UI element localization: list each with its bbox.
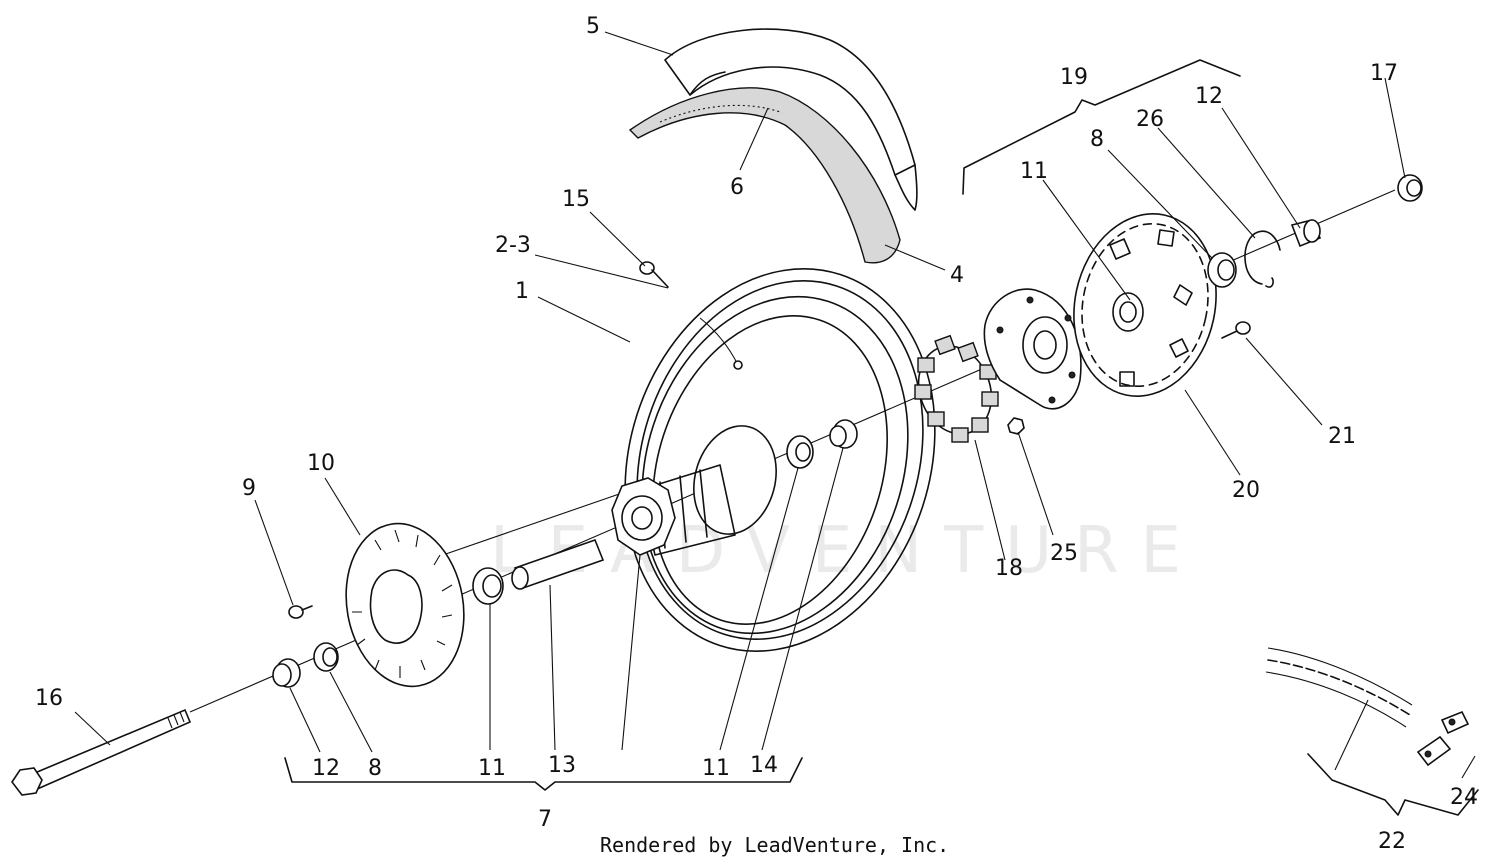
hub-part-7 xyxy=(611,425,777,556)
callout-21: 21 xyxy=(1328,424,1356,449)
callout-22: 22 xyxy=(1378,829,1406,854)
sprocket-part-20 xyxy=(1073,213,1217,397)
spacer-part-13 xyxy=(511,538,605,590)
leader-lines xyxy=(74,31,1476,779)
callout-12-right: 12 xyxy=(1195,84,1223,109)
bracket-part-19 xyxy=(962,59,1241,195)
master-link-part-24 xyxy=(1416,710,1470,767)
callout-8-left: 8 xyxy=(368,756,382,781)
callout-5: 5 xyxy=(586,14,600,39)
collar-part-12-left xyxy=(272,658,301,688)
chain-part-22 xyxy=(1265,647,1413,728)
seal-part-8-left xyxy=(313,642,339,672)
bracket-part-22 xyxy=(1307,753,1479,816)
sprocket-carrier xyxy=(983,288,1082,410)
callout-20: 20 xyxy=(1232,478,1260,503)
brake-disc-part-10 xyxy=(345,522,465,688)
callout-12-left: 12 xyxy=(312,756,340,781)
callout-10: 10 xyxy=(307,451,335,476)
callout-14: 14 xyxy=(750,753,778,778)
callout-13: 13 xyxy=(548,753,576,778)
callout-8-right: 8 xyxy=(1090,127,1104,152)
rim-part-1 xyxy=(624,268,936,652)
bolt-part-9 xyxy=(288,605,313,619)
cap-part-17 xyxy=(1397,174,1423,202)
credit-text: Rendered by LeadVenture, Inc. xyxy=(600,833,949,857)
circlip-part-26 xyxy=(1244,230,1281,288)
bolt-part-21 xyxy=(1221,321,1251,339)
callout-11-mid: 11 xyxy=(702,756,730,781)
callout-11-right: 11 xyxy=(1020,159,1048,184)
callout-19: 19 xyxy=(1060,65,1088,90)
callout-15: 15 xyxy=(562,187,590,212)
callout-11-left: 11 xyxy=(478,756,506,781)
seal-part-8-right xyxy=(1207,252,1237,288)
callout-2-3: 2-3 xyxy=(495,233,531,258)
collar-part-14 xyxy=(829,419,858,449)
callout-1: 1 xyxy=(515,279,529,304)
disc-centerline xyxy=(439,491,626,557)
collar-part-12-right xyxy=(1290,219,1322,248)
damper-part-18 xyxy=(914,334,999,443)
bearing-part-11-mid xyxy=(786,435,814,469)
callout-9: 9 xyxy=(242,476,256,501)
bearing-part-11-left xyxy=(472,567,504,605)
callout-18: 18 xyxy=(995,556,1023,581)
nut-part-25 xyxy=(1007,417,1025,435)
callout-24: 24 xyxy=(1450,785,1478,810)
callout-16: 16 xyxy=(35,686,63,711)
axle-part-16 xyxy=(11,708,192,796)
callout-26: 26 xyxy=(1136,107,1164,132)
callout-7: 7 xyxy=(538,807,552,832)
tire-part-5 xyxy=(664,28,918,211)
callout-4: 4 xyxy=(950,263,964,288)
bracket-part-7 xyxy=(284,757,803,791)
callout-6: 6 xyxy=(730,175,744,200)
watermark-text: LEADVENTURE xyxy=(490,514,1203,588)
callout-25: 25 xyxy=(1050,541,1078,566)
callout-17: 17 xyxy=(1370,61,1398,86)
